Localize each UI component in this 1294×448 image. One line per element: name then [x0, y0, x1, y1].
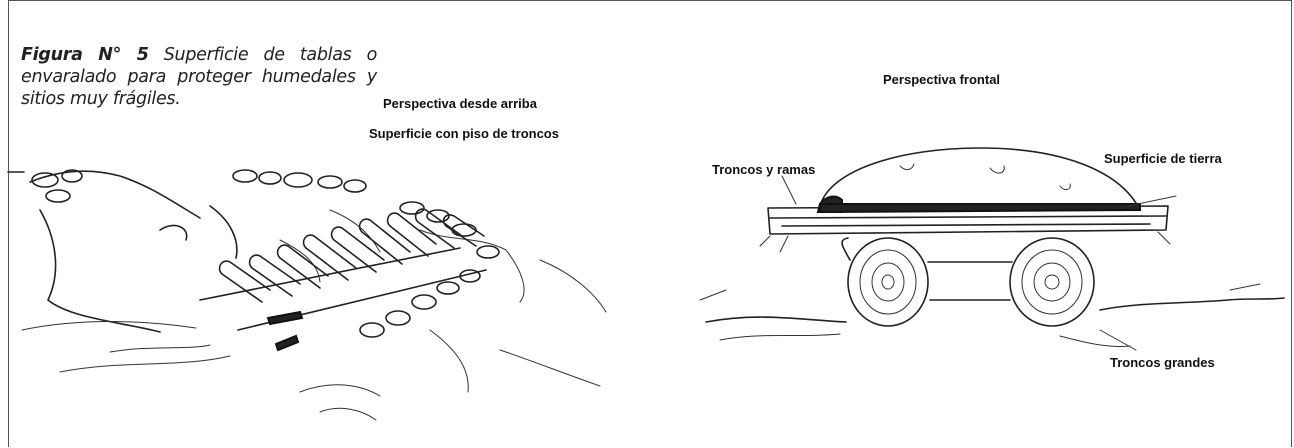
deck-log [358, 218, 411, 265]
large-log-left [841, 237, 929, 327]
ground-line [705, 316, 847, 323]
soil-texture [899, 163, 915, 171]
terrain-line [209, 205, 238, 259]
terrain-line [29, 170, 201, 219]
terrain-line [109, 344, 211, 353]
leader-soil [1127, 195, 1177, 207]
deck-end-shadow [274, 334, 300, 352]
ground-line [1099, 297, 1285, 311]
terrain-line [21, 321, 197, 331]
terrain-line [299, 384, 381, 397]
figure-caption: Figura N° 5 Superficie de tablas o envar… [21, 44, 377, 110]
figure-frame [8, 0, 1292, 447]
label-soil-surface: Superficie de tierra [1104, 151, 1222, 166]
terrain-line [329, 209, 381, 253]
log-deck [199, 208, 487, 352]
soil-mound-outline [819, 147, 1141, 211]
large-log-right [1009, 237, 1095, 327]
soil-texture [1059, 183, 1071, 191]
terrain-line [319, 407, 377, 421]
deck-log [442, 214, 485, 247]
label-branches: Troncos y ramas [712, 162, 816, 177]
figure-number: Figura N° 5 [21, 45, 149, 65]
logs-between [927, 261, 1013, 301]
deck-edge [199, 247, 461, 301]
caption-text: Superficie de tablas o envaralado para p… [21, 45, 378, 109]
deck-end-shadow [266, 310, 304, 326]
terrain-line [539, 259, 607, 313]
label-front-view: Perspectiva frontal [883, 72, 1001, 87]
deck-log [414, 208, 463, 249]
label-large-logs: Troncos grandes [1110, 355, 1215, 370]
label-top-view: Perspectiva desde arriba [383, 96, 537, 111]
stone-border-upper [31, 169, 500, 259]
deck-log [330, 226, 385, 273]
terrain-line [429, 329, 469, 393]
label-log-floor: Superficie con piso de troncos [369, 126, 559, 141]
terrain-line [39, 209, 161, 333]
deck-log [276, 244, 329, 289]
terrain-line [59, 355, 231, 373]
deck-log [386, 212, 437, 257]
branches-line [769, 215, 1167, 219]
soil-texture [989, 165, 1005, 174]
leader-logs [1099, 329, 1137, 351]
branch-twigs [759, 231, 1171, 253]
branches-top-shadow [819, 203, 1141, 214]
deck-log [248, 254, 301, 297]
deck-log [302, 234, 357, 281]
branches-line [781, 223, 1151, 227]
terrain-line [159, 224, 188, 241]
ground-grass [699, 283, 1261, 301]
ground-line [1059, 335, 1131, 347]
terrain-line [419, 229, 525, 303]
ground-line [719, 333, 841, 341]
leader-branches [781, 175, 797, 205]
terrain-line [499, 349, 601, 387]
deck-log [218, 260, 271, 303]
